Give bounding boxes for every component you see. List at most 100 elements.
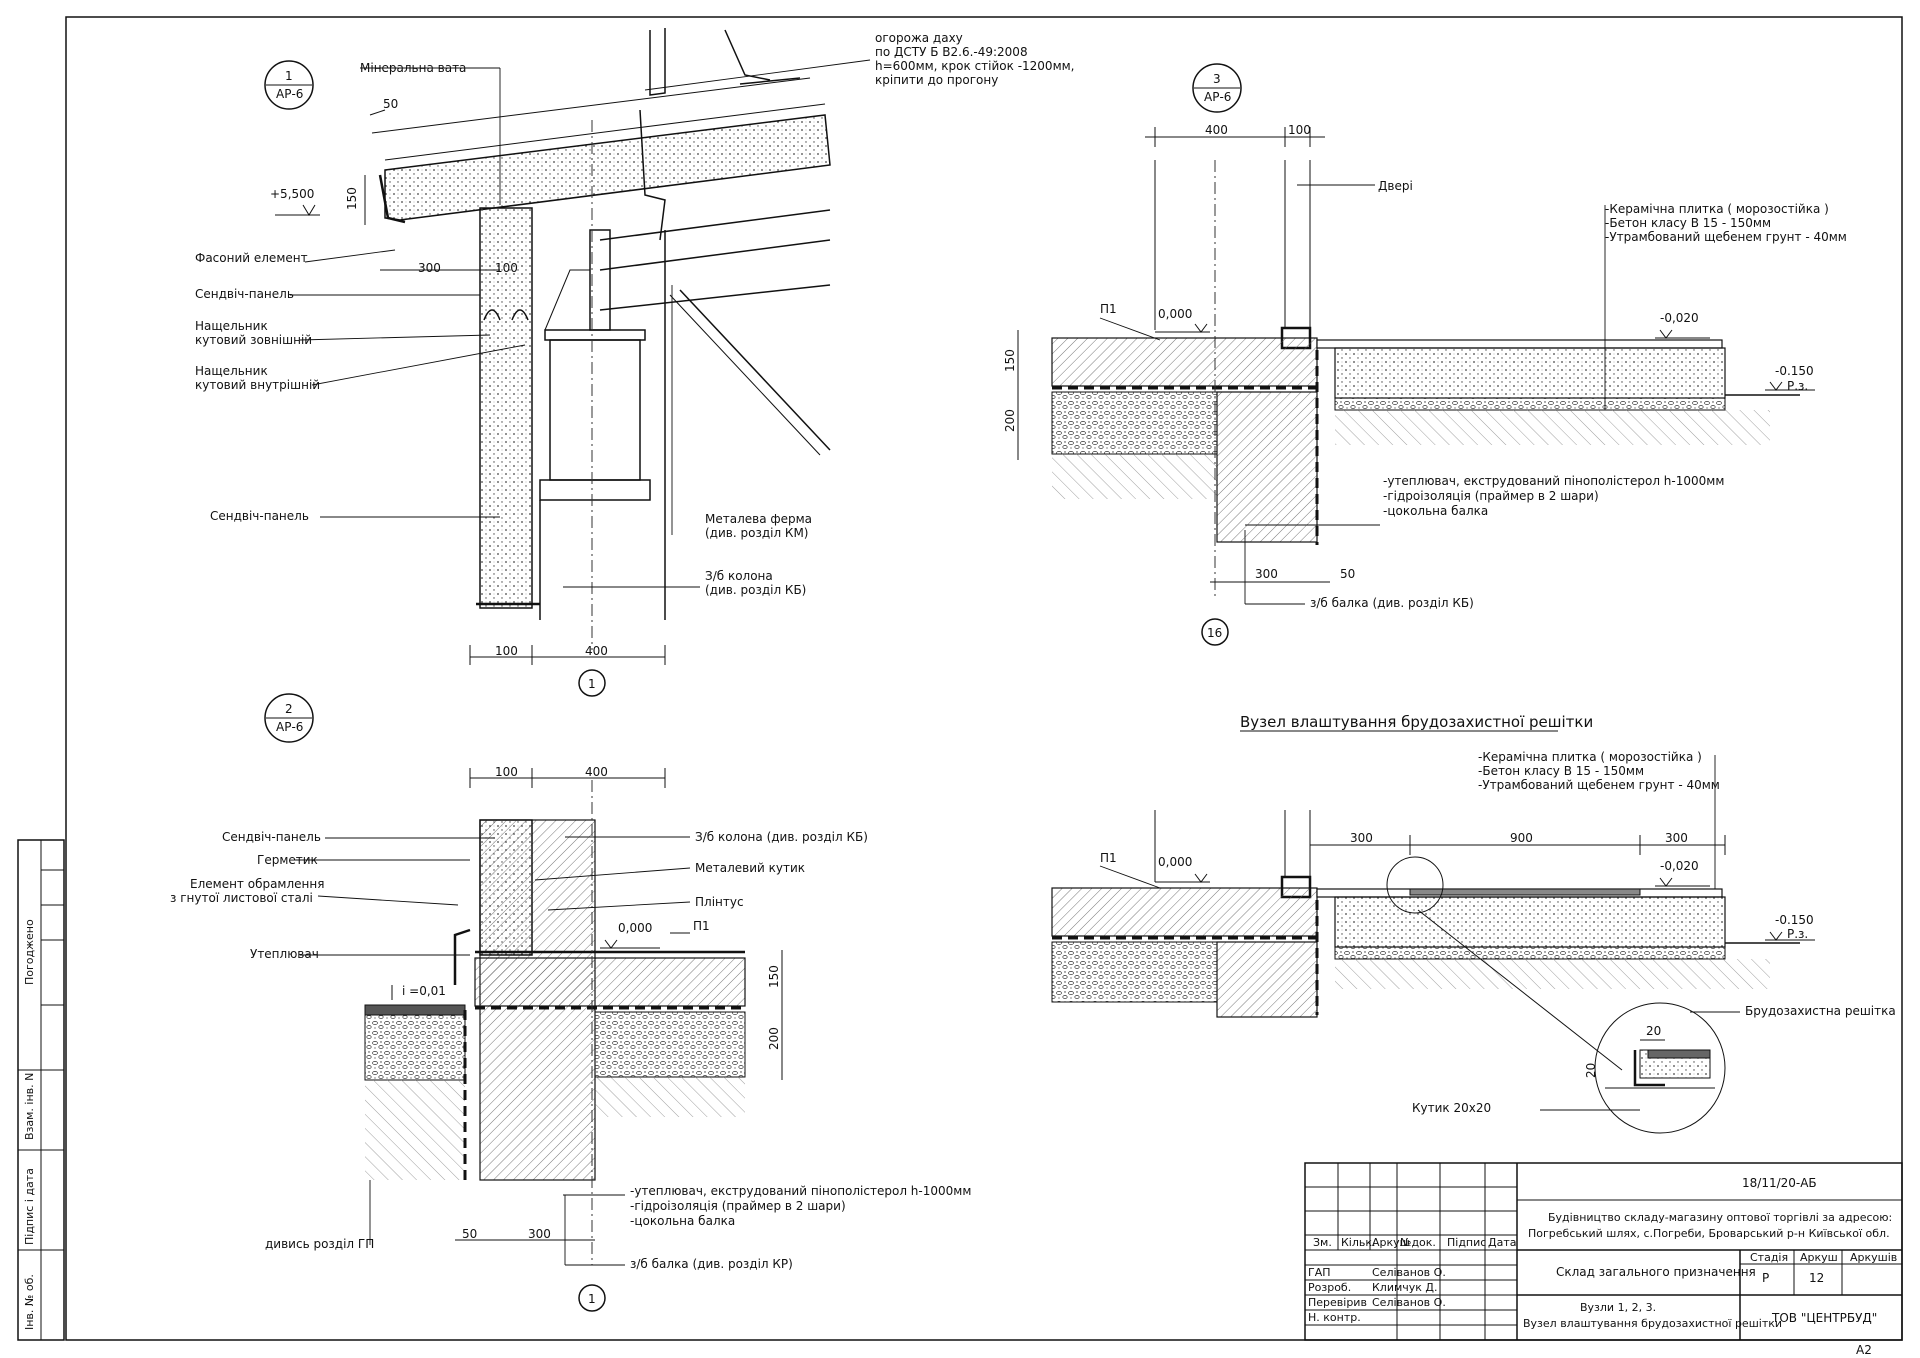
svg-text:Елемент обрамлення: Елемент обрамлення xyxy=(190,877,324,891)
svg-text:Аркуш: Аркуш xyxy=(1372,1236,1410,1249)
svg-text:Будівництво складу-магазину оп: Будівництво складу-магазину оптової торг… xyxy=(1548,1211,1892,1224)
svg-text:-утеплювач, екструдований піно: -утеплювач, екструдований пінополістерол… xyxy=(1383,474,1724,488)
svg-text:Н. контр.: Н. контр. xyxy=(1308,1311,1361,1324)
svg-text:900: 900 xyxy=(1510,831,1533,845)
svg-text:150: 150 xyxy=(767,965,781,988)
svg-text:Зм.: Зм. xyxy=(1313,1236,1332,1249)
svg-text:Вузли 1, 2, 3.: Вузли 1, 2, 3. xyxy=(1580,1301,1656,1314)
svg-text:-цокольна балка: -цокольна балка xyxy=(630,1214,735,1228)
node1-badge: 1 АР-6 xyxy=(264,60,314,110)
svg-text:(див. розділ КБ): (див. розділ КБ) xyxy=(705,583,806,597)
svg-text:АР-6: АР-6 xyxy=(276,720,303,734)
roof-sandwich-panel xyxy=(384,114,831,221)
svg-text:-Утрамбований щебенем грунт -: -Утрамбований щебенем грунт - 40мм xyxy=(1478,778,1720,792)
svg-text:Дата: Дата xyxy=(1488,1236,1516,1249)
svg-text:дивись розділ ГП: дивись розділ ГП xyxy=(265,1237,374,1251)
svg-text:-Утрамбований щебенем грунт -: -Утрамбований щебенем грунт - 40мм xyxy=(1605,230,1847,244)
node1-axis-marker xyxy=(578,669,606,697)
svg-text:1: 1 xyxy=(588,677,596,691)
svg-text:Погребський шлях, с.Погреби, Б: Погребський шлях, с.Погреби, Броварський… xyxy=(1528,1227,1890,1240)
svg-text:Нащельник: Нащельник xyxy=(195,319,268,333)
svg-text:0,000: 0,000 xyxy=(1158,855,1192,869)
svg-text:Підпис: Підпис xyxy=(1447,1236,1486,1249)
svg-text:300: 300 xyxy=(418,261,441,275)
svg-text:Сендвіч-панель: Сендвіч-панель xyxy=(222,830,321,844)
svg-text:Перевірив: Перевірив xyxy=(1308,1296,1367,1309)
stamp-replace: Взам. інв. N xyxy=(23,1073,36,1140)
svg-text:Герметик: Герметик xyxy=(257,853,318,867)
svg-text:-Бетон класу В 15 - 150мм: -Бетон класу В 15 - 150мм xyxy=(1478,764,1644,778)
svg-text:кутовий зовнішній: кутовий зовнішній xyxy=(195,333,312,347)
svg-text:400: 400 xyxy=(1205,123,1228,137)
svg-text:-цокольна балка: -цокольна балка xyxy=(1383,504,1488,518)
svg-text:П1: П1 xyxy=(1100,851,1117,865)
svg-text:Р.з.: Р.з. xyxy=(1787,927,1808,941)
svg-text:300: 300 xyxy=(528,1227,551,1241)
svg-text:№док.: №док. xyxy=(1400,1236,1436,1249)
svg-text:-Керамічна плитка ( морозостій: -Керамічна плитка ( морозостійка ) xyxy=(1605,202,1829,216)
stamp-agreed: Погоджено xyxy=(23,919,36,985)
svg-text:Металевий кутик: Металевий кутик xyxy=(695,861,805,875)
svg-text:200: 200 xyxy=(1003,409,1017,432)
svg-text:50: 50 xyxy=(1340,567,1355,581)
svg-text:20: 20 xyxy=(1646,1024,1661,1038)
company-name: ТОВ "ЦЕНТРБУД" xyxy=(1771,1311,1877,1325)
wall-sandwich-panel xyxy=(479,207,533,609)
svg-text:0,000: 0,000 xyxy=(1158,307,1192,321)
svg-text:Селіванов О.: Селіванов О. xyxy=(1372,1266,1446,1279)
svg-text:з/б балка (див. розділ КР): з/б балка (див. розділ КР) xyxy=(630,1257,793,1271)
node1-level: +5,500 xyxy=(270,187,314,201)
svg-text:з гнутої листової сталі: з гнутої листової сталі xyxy=(170,891,313,905)
node4-title: Вузел влаштування брудозахистної решітки xyxy=(1240,713,1593,731)
svg-text:300: 300 xyxy=(1350,831,1373,845)
svg-text:Р.з.: Р.з. xyxy=(1787,379,1808,393)
svg-text:50: 50 xyxy=(383,97,398,111)
svg-text:огорожа даху: огорожа даху xyxy=(875,31,963,45)
svg-text:400: 400 xyxy=(585,644,608,658)
svg-text:1: 1 xyxy=(285,69,293,83)
grate-detail-circle xyxy=(1594,1002,1726,1134)
svg-text:З/б колона (див. розділ КБ): З/б колона (див. розділ КБ) xyxy=(695,830,868,844)
svg-text:-гідроізоляція (праймер в 2 ша: -гідроізоляція (праймер в 2 шари) xyxy=(1383,489,1599,503)
svg-text:Розроб.: Розроб. xyxy=(1308,1281,1351,1294)
svg-text:АР-6: АР-6 xyxy=(1204,90,1231,104)
note-shaped-element: Фасоний елемент xyxy=(195,251,308,265)
svg-text:20: 20 xyxy=(1584,1063,1598,1078)
svg-text:ГАП: ГАП xyxy=(1308,1266,1331,1279)
svg-text:Двері: Двері xyxy=(1378,179,1413,193)
svg-text:Аркушів: Аркушів xyxy=(1850,1251,1897,1264)
svg-text:Стадія: Стадія xyxy=(1750,1251,1788,1264)
svg-text:Сендвіч-панель: Сендвіч-панель xyxy=(195,287,294,301)
svg-text:-0.150: -0.150 xyxy=(1775,913,1814,927)
stamp-inv: Інв. № об. xyxy=(23,1274,36,1330)
node3-badge: 3 АР-6 xyxy=(1192,63,1242,113)
svg-text:12: 12 xyxy=(1809,1271,1824,1285)
svg-text:-0.150: -0.150 xyxy=(1775,364,1814,378)
svg-text:100: 100 xyxy=(495,261,518,275)
svg-text:Утеплювач: Утеплювач xyxy=(250,947,319,961)
title-block: Зм. Кільк. Аркуш №док. Підпис Дата ГАП С… xyxy=(1304,1162,1903,1341)
svg-text:400: 400 xyxy=(585,765,608,779)
svg-text:-утеплювач, екструдований піно: -утеплювач, екструдований пінополістерол… xyxy=(630,1184,971,1198)
svg-text:Р: Р xyxy=(1762,1271,1769,1285)
side-stamp: Погоджено Взам. інв. N Підпис і дата Інв… xyxy=(17,839,65,1341)
svg-text:-0,020: -0,020 xyxy=(1660,311,1699,325)
sheet-format: A2 xyxy=(1856,1343,1872,1357)
svg-text:Металева ферма: Металева ферма xyxy=(705,512,812,526)
doc-code: 18/11/20-АБ xyxy=(1742,1176,1817,1190)
svg-text:кріпити до прогону: кріпити до прогону xyxy=(875,73,998,87)
svg-text:-гідроізоляція (праймер в 2 ша: -гідроізоляція (праймер в 2 шари) xyxy=(630,1199,846,1213)
svg-text:0,000: 0,000 xyxy=(618,921,652,935)
stamp-sign-date: Підпис і дата xyxy=(23,1168,36,1245)
svg-text:300: 300 xyxy=(1255,567,1278,581)
svg-text:16: 16 xyxy=(1207,626,1222,640)
svg-text:-Бетон класу В 15 - 150мм: -Бетон класу В 15 - 150мм xyxy=(1605,216,1771,230)
node-2: 2 АР-6 1 100 400 150 200 50 300 xyxy=(170,693,971,1312)
svg-text:3: 3 xyxy=(1213,72,1221,86)
svg-text:Склад загального призначення: Склад загального призначення xyxy=(1556,1265,1756,1279)
svg-text:(див. розділ КМ): (див. розділ КМ) xyxy=(705,526,809,540)
node2-badge: 2 АР-6 xyxy=(264,693,314,743)
svg-text:З/б колона: З/б колона xyxy=(705,569,773,583)
node-3: 3 АР-6 16 400 100 150 200 xyxy=(1003,63,1847,646)
